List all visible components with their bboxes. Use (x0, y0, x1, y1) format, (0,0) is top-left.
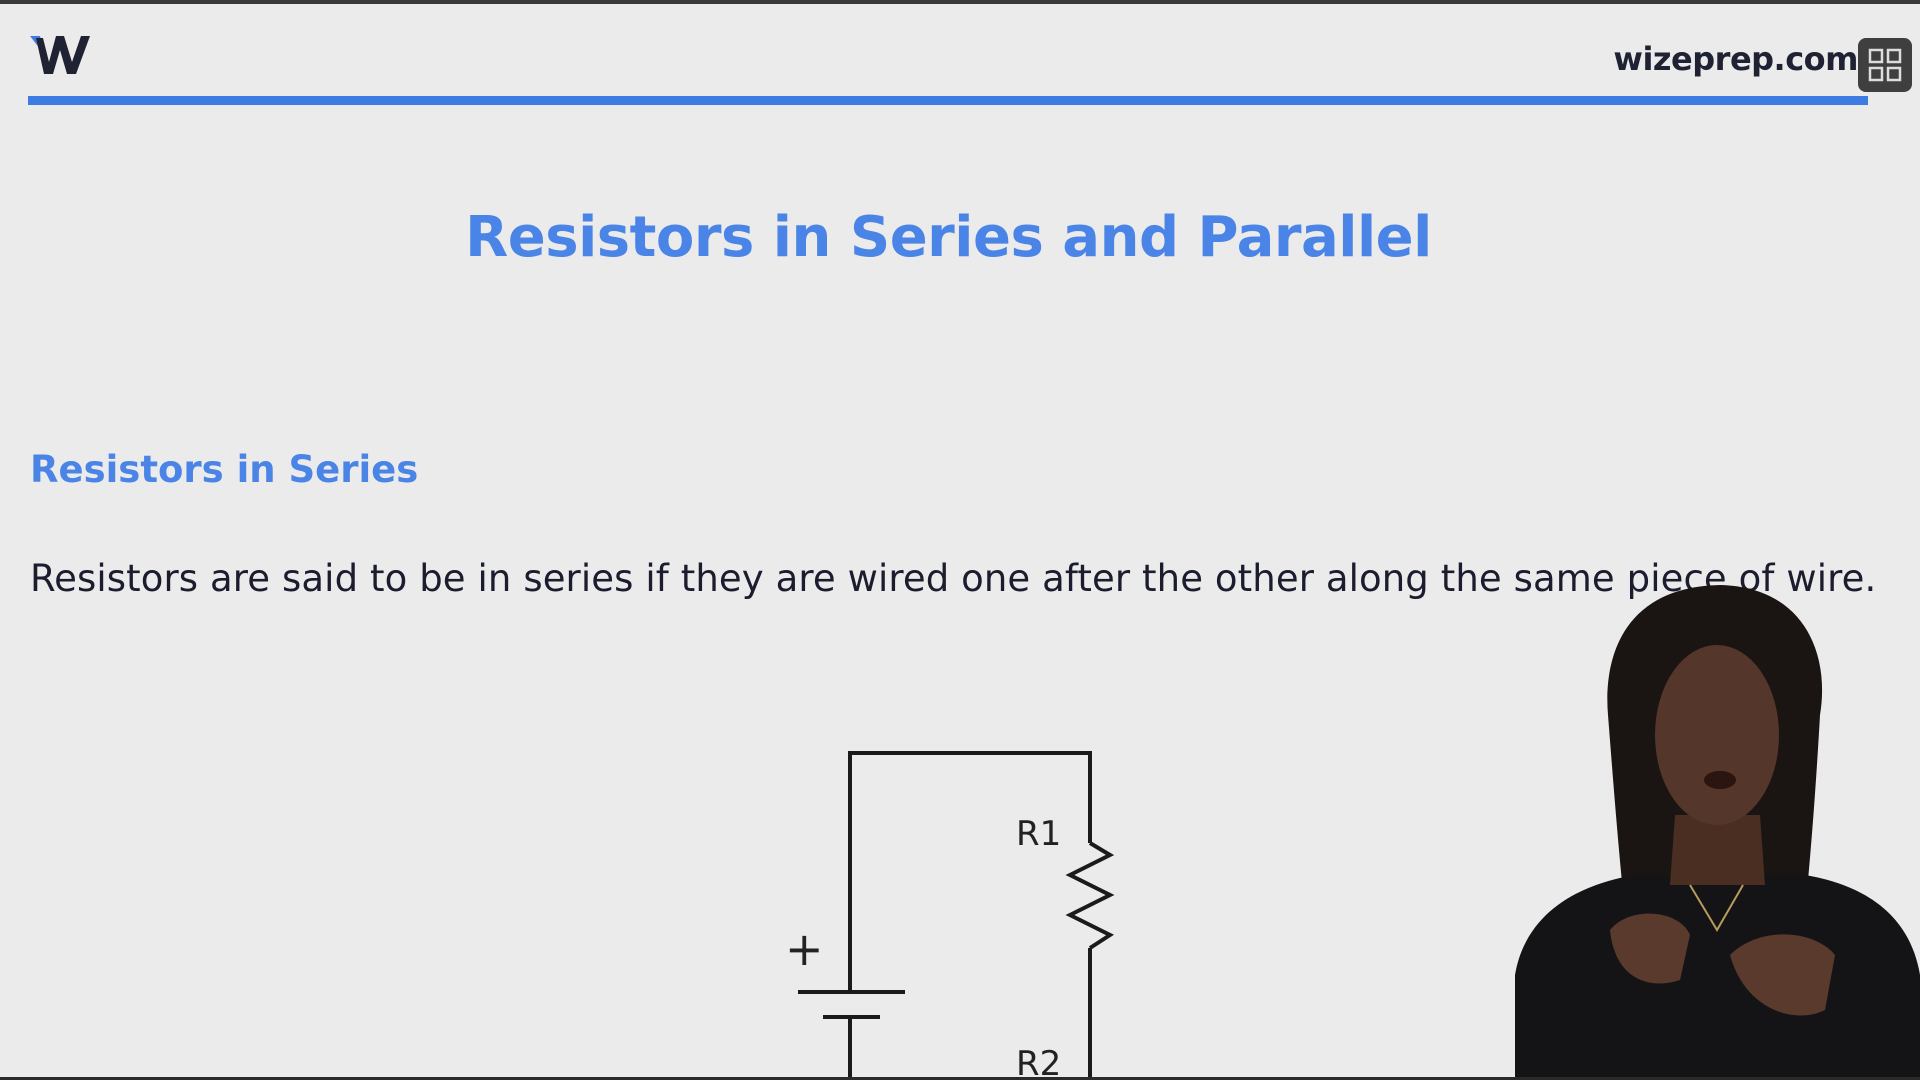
header-divider (28, 96, 1868, 105)
presenter-video-icon (1515, 585, 1920, 1080)
series-circuit-diagram: + R1 R2 (785, 751, 1115, 1080)
definition-text: Resistors are said to be in series if th… (30, 557, 1877, 600)
wizeprep-logo-icon[interactable] (28, 30, 94, 80)
grid-icon[interactable] (1858, 38, 1912, 92)
battery-plus-label: + (785, 922, 824, 976)
resistor-r1-zigzag (1065, 841, 1115, 950)
top-edge (0, 0, 1920, 4)
circuit-wire (848, 751, 1092, 990)
brand-name: wizeprep.com (1613, 40, 1858, 78)
bottom-edge (0, 1077, 1920, 1080)
section-heading: Resistors in Series (30, 448, 419, 491)
page-title: Resistors in Series and Parallel (465, 205, 1432, 270)
resistor-r2-label: R2 (1016, 1044, 1061, 1080)
resistor-r1-label: R1 (1016, 814, 1061, 854)
